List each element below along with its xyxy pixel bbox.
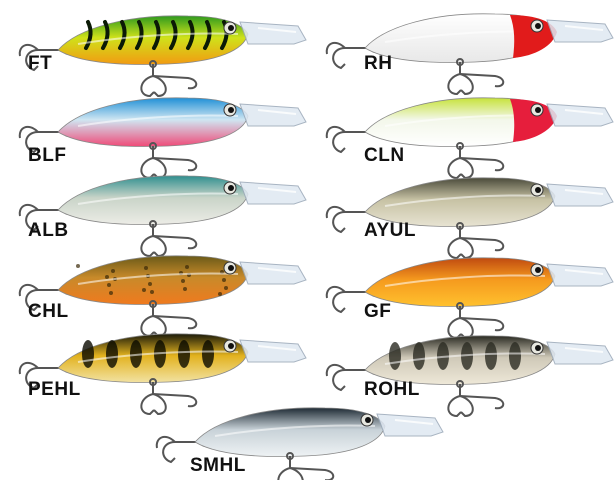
body-bar [202,340,214,368]
belly-treble-hook-icon [447,142,505,180]
belly-treble-hook-icon [277,452,335,480]
body-spot [111,269,115,273]
body-spot [105,275,109,279]
body-spot [142,288,146,292]
tiger-stripe [203,20,212,50]
lure-body [57,97,249,147]
body-spot [218,292,222,296]
lure-ayul [325,177,614,260]
belly-treble-hook-icon [447,222,505,260]
body-bar [509,342,521,370]
body-spot [76,264,80,268]
belly-treble-hook-icon [447,302,505,340]
lure-body [57,255,249,305]
lure-smhl [155,407,444,480]
lure-body [364,257,556,307]
tiger-stripe [118,20,127,50]
diving-lip [239,181,307,205]
body-spot [107,283,111,287]
lure-code-label: GF [364,301,392,322]
lure-blf [18,97,307,180]
lure-code-label: BLF [28,145,67,166]
body-spot [109,291,113,295]
lure-code-label: AYUL [364,220,416,241]
body-spot [222,278,226,282]
belly-treble-hook-icon [447,380,505,418]
diving-lip [376,413,444,437]
lure-code-label: RH [364,53,393,74]
body-spot [181,279,185,283]
body-spot [224,286,228,290]
body-bar [461,342,473,370]
lure-pehl [18,333,307,416]
diving-lip [239,339,307,363]
lure-ft [18,15,307,98]
lure-body [57,175,249,225]
diving-lip [546,103,614,127]
lure-code-label: PEHL [28,379,81,400]
body-bar [154,340,166,368]
lure-rh [325,13,614,96]
belly-treble-hook-icon [140,378,198,416]
diving-lip [239,21,307,45]
diving-lip [546,341,614,365]
lure-code-label: CHL [28,301,69,322]
diving-lip [546,263,614,287]
lure-alb [18,175,307,258]
belly-treble-hook-icon [140,142,198,180]
body-spot [148,282,152,286]
belly-treble-hook-icon [140,220,198,258]
lure-gf [325,257,614,340]
body-spot [185,265,189,269]
body-spot [150,290,154,294]
body-bar [413,342,425,370]
red-head [510,15,557,58]
lure-body [194,407,386,457]
belly-treble-hook-icon [140,300,198,338]
tiger-stripe [101,20,110,50]
red-head [510,99,557,142]
body-bar [485,342,497,370]
belly-treble-hook-icon [140,60,198,98]
diving-lip [239,261,307,285]
lure-code-label: ROHL [364,379,420,400]
body-bar [82,340,94,368]
diving-lip [239,103,307,127]
body-spot [183,287,187,291]
lure-code-label: SMHL [190,455,246,476]
lure-code-label: ALB [28,220,69,241]
body-bar [389,342,401,370]
body-bar [178,340,190,368]
lure-rohl [325,335,614,418]
diving-lip [546,19,614,43]
tiger-stripe [84,20,93,50]
body-bar [106,340,118,368]
lure-code-label: FT [28,53,53,74]
lure-cln [325,97,614,180]
tiger-stripe [135,20,144,50]
diving-lip [546,183,614,207]
body-spot [144,266,148,270]
belly-treble-hook-icon [447,58,505,96]
lure-code-label: CLN [364,145,405,166]
lure-chl [18,255,307,338]
